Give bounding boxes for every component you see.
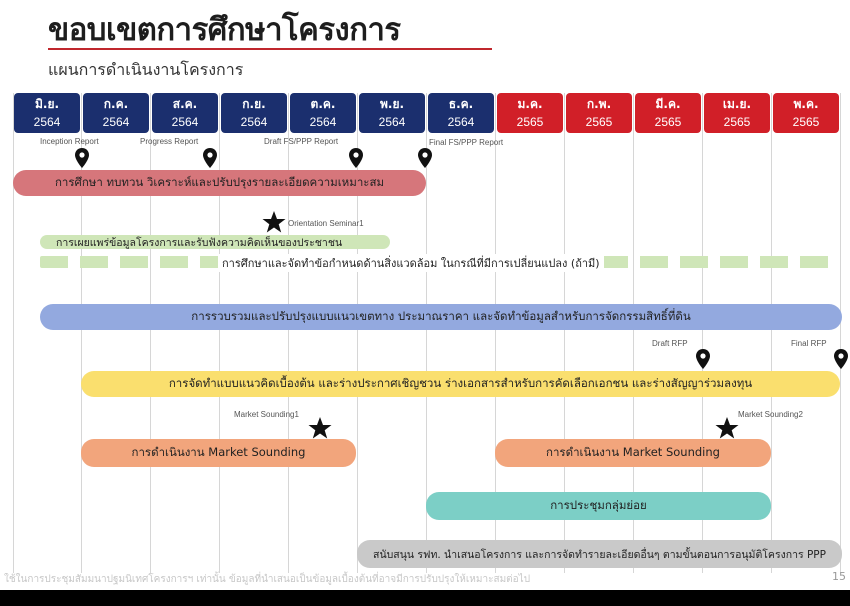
grid-line <box>495 93 496 573</box>
month-header: ก.ค.2564 <box>83 93 149 133</box>
milestone-label-draft-rfp: Draft RFP <box>652 339 688 348</box>
grid-line <box>81 93 82 573</box>
grid-line <box>426 93 427 573</box>
task-bar-market-sounding-1: การดำเนินงาน Market Sounding <box>81 439 356 467</box>
footnote: ใช้ในการประชุมสัมมนาปฐมนิเทศโครงการฯ เท่… <box>4 574 531 585</box>
milestone-label-progress: Progress Report <box>140 137 199 146</box>
grid-line <box>357 93 358 573</box>
page-number: 15 <box>832 570 846 583</box>
milestone-label-inception: Inception Report <box>40 137 99 146</box>
map-pin-icon <box>834 349 848 369</box>
task-bar-study: การศึกษา ทบทวน วิเคราะห์และปรับปรุงรายละ… <box>13 170 426 196</box>
month-header: ธ.ค.2564 <box>428 93 494 133</box>
map-pin-icon <box>203 148 217 168</box>
task-bar-design: การรวบรวมและปรับปรุงแบบแนวเขตทาง ประมาณร… <box>40 304 842 330</box>
map-pin-icon <box>75 148 89 168</box>
milestone-label-market-sounding1: Market Sounding1 <box>234 410 299 419</box>
title-underline <box>48 48 492 50</box>
milestone-label-draft-fs: Draft FS/PPP Report <box>264 137 339 146</box>
task-label-environment: การศึกษาและจัดทำข้อกำหนดด้านสิ่งแวดล้อม … <box>218 254 604 272</box>
month-header: ม.ค.2565 <box>497 93 563 133</box>
star-icon <box>262 211 286 233</box>
month-header: ก.ย.2564 <box>221 93 287 133</box>
star-icon <box>715 417 739 439</box>
page-subtitle: แผนการดำเนินงานโครงการ <box>48 60 244 79</box>
grid-line <box>288 93 289 573</box>
task-bar-workshop: การประชุมกลุ่มย่อย <box>426 492 771 520</box>
map-pin-icon <box>349 148 363 168</box>
task-bar-publicize: การเผยแพร่ข้อมูลโครงการและรับฟังความคิดเ… <box>40 235 390 249</box>
task-bar-concept: การจัดทำแบบแนวคิดเบื้องต้น และร่างประกาศ… <box>81 371 840 397</box>
milestone-label-orientation: Orientation Seminar1 <box>288 219 364 228</box>
task-bar-support: สนับสนุน รฟท. นำเสนอโครงการ และการจัดทำร… <box>357 540 842 568</box>
star-icon <box>308 417 332 439</box>
grid-line <box>13 93 14 573</box>
grid-line <box>840 93 841 573</box>
grid-line <box>771 93 772 573</box>
month-header: พ.ค.2565 <box>773 93 839 133</box>
page-title: ขอบเขตการศึกษาโครงการ <box>48 12 401 48</box>
milestone-label-final-fs: Final FS/PPP Report <box>429 138 504 147</box>
bottom-strip <box>0 590 850 606</box>
month-header: มิ.ย.2564 <box>14 93 80 133</box>
milestone-label-final-rfp: Final RFP <box>791 339 827 348</box>
grid-line <box>702 93 703 573</box>
month-header: มี.ค.2565 <box>635 93 701 133</box>
task-bar-market-sounding-2: การดำเนินงาน Market Sounding <box>495 439 771 467</box>
month-header: พ.ย.2564 <box>359 93 425 133</box>
month-header: เม.ย.2565 <box>704 93 770 133</box>
map-pin-icon <box>696 349 710 369</box>
month-header: ส.ค.2564 <box>152 93 218 133</box>
month-header: ต.ค.2564 <box>290 93 356 133</box>
grid-line <box>633 93 634 573</box>
grid-line <box>150 93 151 573</box>
milestone-label-market-sounding2: Market Sounding2 <box>738 410 803 419</box>
month-header: ก.พ.2565 <box>566 93 632 133</box>
grid-line <box>219 93 220 573</box>
grid-line <box>564 93 565 573</box>
map-pin-icon <box>418 148 432 168</box>
